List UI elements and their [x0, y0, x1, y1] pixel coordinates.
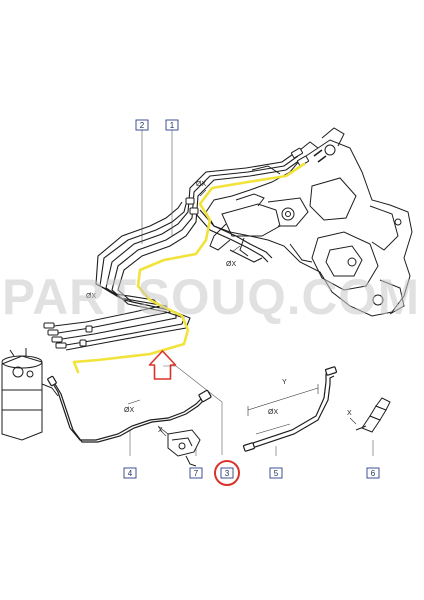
leader-lines: [129, 130, 374, 456]
callout-6-label: 6: [371, 469, 376, 478]
dia-label-low: ØX: [124, 407, 134, 414]
highlighted-pipe-route: [72, 162, 306, 374]
dia-label-top: ØX: [196, 181, 206, 188]
callout-1-label: 1: [170, 121, 175, 130]
part-7-clip: [157, 425, 201, 467]
callout-7[interactable]: 7: [189, 467, 203, 479]
callout-2-label: 2: [140, 121, 145, 130]
callout-7-label: 7: [194, 469, 199, 478]
callout-2[interactable]: 2: [135, 119, 149, 131]
callout-1[interactable]: 1: [165, 119, 179, 131]
part-4-pipe: [47, 375, 212, 443]
dia-label-clip: ØX: [268, 409, 278, 416]
dia-label-left: ØX: [86, 293, 96, 300]
red-arrow-icon: [148, 350, 177, 380]
part-5-dimension: [247, 384, 319, 435]
canister-part: [1, 348, 59, 441]
callout-4-label: 4: [128, 469, 133, 478]
callout-6[interactable]: 6: [366, 467, 380, 479]
x-label-part6: X: [347, 410, 352, 417]
callout-5[interactable]: 5: [269, 467, 283, 479]
callout-3-label: 3: [225, 469, 230, 478]
callout-5-label: 5: [274, 469, 279, 478]
callout-3[interactable]: 3: [214, 460, 240, 486]
dia-label-mid: ØX: [226, 261, 236, 268]
pipe-fittings-left: [43, 322, 93, 349]
x-label-part4: X: [158, 427, 163, 434]
part-6-fitting: [355, 397, 391, 433]
selected-ring: [214, 460, 240, 486]
callout-4[interactable]: 4: [123, 467, 137, 479]
y-label-part5: Y: [282, 379, 287, 386]
part-5-pipe: [242, 366, 338, 452]
dimension-ticks: [127, 189, 357, 437]
watermark: PARTSOUQ.COM: [2, 269, 420, 325]
